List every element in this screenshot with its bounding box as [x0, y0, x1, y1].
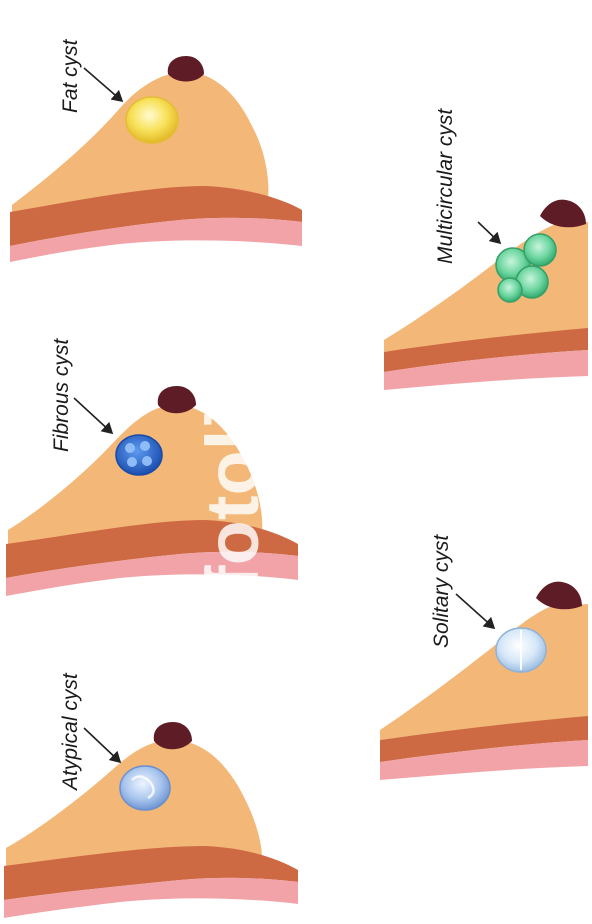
watermark-subtext: by Adobe: [269, 420, 296, 520]
solitary-cyst-label: Solitary cyst: [430, 534, 453, 648]
fat-cyst-shape: [126, 97, 178, 143]
fibrous-cyst-shape: [116, 435, 162, 475]
pointer-arrow: [74, 398, 112, 433]
panel-solitary-cyst: Solitary cyst: [380, 534, 588, 780]
atypical-cyst-shape: [120, 766, 170, 810]
fibrous-nodule: [127, 457, 137, 467]
fibrous-nodule: [125, 443, 135, 453]
panel-atypical-cyst: Atypical cyst: [4, 672, 298, 918]
nipple: [536, 582, 582, 610]
nipple: [168, 56, 204, 82]
fat-cyst-label: Fat cyst: [59, 38, 82, 113]
panel-multicircular-cyst: Multicircular cyst: [384, 108, 588, 390]
nipple: [154, 722, 192, 749]
pointer-arrow: [478, 222, 500, 243]
fibrous-cyst-label: Fibrous cyst: [50, 338, 73, 452]
pointer-arrow: [456, 594, 494, 628]
fibrous-nodule: [140, 441, 150, 451]
pointer-arrow: [84, 728, 120, 762]
atypical-cyst-label: Atypical cyst: [59, 672, 82, 792]
fibrous-nodule: [142, 456, 152, 466]
pointer-arrow: [84, 68, 122, 101]
multicircular-cyst-label: Multicircular cyst: [434, 108, 457, 264]
watermark-brand: fotolia: [191, 367, 274, 590]
panel-fat-cyst: Fat cyst: [10, 38, 302, 262]
nipple: [540, 200, 586, 228]
